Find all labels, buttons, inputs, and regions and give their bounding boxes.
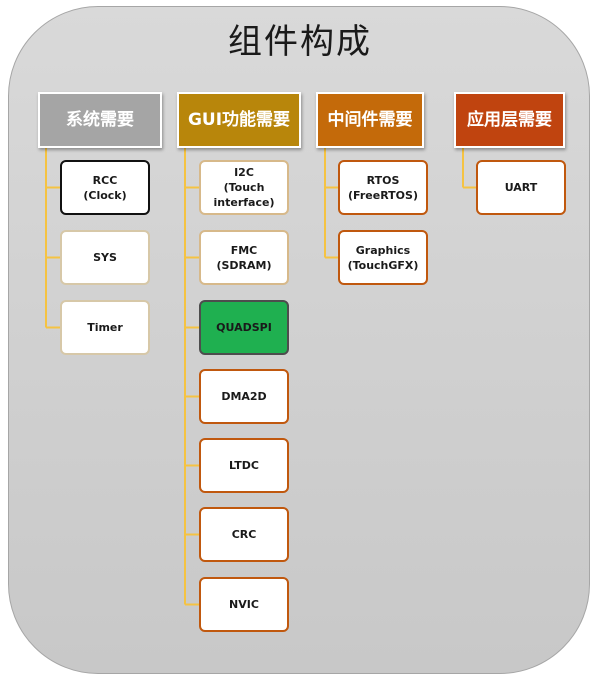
item-ltdc: LTDC	[199, 438, 289, 493]
item-quadspi: QUADSPI	[199, 300, 289, 355]
item-timer: Timer	[60, 300, 150, 355]
item-rcc: RCC (Clock)	[60, 160, 150, 215]
item-sys: SYS	[60, 230, 150, 285]
header-system-requirements: 系统需要	[38, 92, 162, 148]
item-rtos: RTOS (FreeRTOS)	[338, 160, 428, 215]
item-graphics: Graphics (TouchGFX)	[338, 230, 428, 285]
item-fmc: FMC (SDRAM)	[199, 230, 289, 285]
item-dma2d: DMA2D	[199, 369, 289, 424]
diagram-title: 组件构成	[228, 22, 372, 62]
item-crc: CRC	[199, 507, 289, 562]
item-i2c: I2C (Touch interface)	[199, 160, 289, 215]
header-middleware-requirements: 中间件需要	[316, 92, 424, 148]
header-gui-requirements: GUI功能需要	[177, 92, 301, 148]
item-nvic: NVIC	[199, 577, 289, 632]
item-uart: UART	[476, 160, 566, 215]
header-application-requirements: 应用层需要	[454, 92, 565, 148]
